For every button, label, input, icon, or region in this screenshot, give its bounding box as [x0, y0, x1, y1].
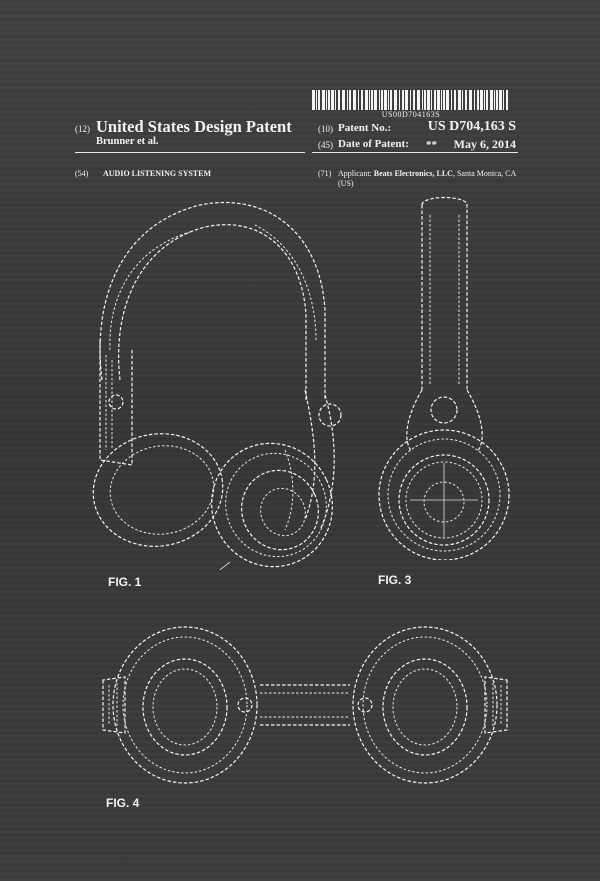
- applicant-code: (71): [318, 169, 332, 178]
- barcode-bar: [424, 90, 426, 110]
- invention-title: AUDIO LISTENING SYSTEM: [103, 169, 212, 178]
- barcode-bar: [494, 90, 495, 110]
- barcode-bar: [506, 90, 508, 110]
- patent-kind-title: United States Design Patent: [96, 117, 292, 136]
- fig3-drawing: [378, 196, 510, 560]
- barcode-bar: [335, 90, 336, 110]
- patent-no-code: (10): [318, 124, 333, 134]
- barcode-bar: [441, 90, 442, 110]
- barcode-bar: [503, 90, 504, 110]
- barcode-bar: [434, 90, 436, 110]
- barcode-bar: [437, 90, 440, 110]
- barcode-bar: [316, 90, 317, 110]
- fig4-drawing: [102, 626, 508, 784]
- date-code: (45): [318, 140, 333, 150]
- patent-no-label: Patent No.:: [338, 122, 392, 134]
- barcode-bar: [374, 90, 377, 110]
- barcode-bar: [347, 90, 348, 110]
- barcode-bar: [381, 90, 383, 110]
- barcode-bar: [446, 90, 449, 110]
- fig3-label: FIG. 3: [378, 573, 412, 587]
- barcode-bar: [490, 90, 493, 110]
- barcode-bar: [312, 90, 315, 110]
- applicant-label: Applicant:: [338, 169, 372, 178]
- barcode-bar: [462, 90, 463, 110]
- barcode-bar: [399, 90, 400, 110]
- barcode-bar: [318, 90, 320, 110]
- patent-date: May 6, 2014: [453, 137, 516, 151]
- barcode-bar: [328, 90, 330, 110]
- applicant-location: , Santa Monica, CA (US): [338, 169, 516, 188]
- barcode-bar: [394, 90, 397, 110]
- barcode-number: US00D704163S: [381, 110, 441, 119]
- barcode-bar: [427, 90, 430, 110]
- barcode-bar: [469, 90, 472, 110]
- barcode-bar: [422, 90, 423, 110]
- barcode-bar: [417, 90, 420, 110]
- fig1-label: FIG. 1: [108, 575, 142, 589]
- barcode-bar: [496, 90, 498, 110]
- applicant-name: Beats Electronics, LLC: [373, 169, 453, 178]
- barcode-bar: [349, 90, 351, 110]
- barcode-bar: [484, 90, 485, 110]
- barcode-bar: [358, 90, 359, 110]
- barcode-bar: [384, 90, 387, 110]
- barcode-bar: [331, 90, 334, 110]
- barcode-bar: [410, 90, 411, 110]
- patent-number: US D704,163 S: [427, 119, 516, 134]
- barcode-bar: [388, 90, 389, 110]
- barcode-bar: [390, 90, 392, 110]
- barcode-bar: [451, 90, 452, 110]
- header-rule-left: [75, 152, 305, 153]
- fig1-drawing: [92, 201, 342, 570]
- barcode-bar: [405, 90, 408, 110]
- barcode-bar: [361, 90, 363, 110]
- barcode-bar: [480, 90, 483, 110]
- header-rule-right: [312, 152, 518, 153]
- barcode-bar: [458, 90, 461, 110]
- barcode-bar: [371, 90, 373, 110]
- barcode-bar: [369, 90, 370, 110]
- barcode-bar: [342, 90, 345, 110]
- fig4-label: FIG. 4: [106, 796, 140, 810]
- barcode-bar: [486, 90, 488, 110]
- barcode-bar: [402, 90, 404, 110]
- barcode-bar: [443, 90, 445, 110]
- barcode-bar: [465, 90, 467, 110]
- inventors: Brunner et al.: [96, 136, 159, 147]
- barcode-bar: [474, 90, 475, 110]
- barcode-bar: [477, 90, 479, 110]
- barcode-bar: [431, 90, 432, 110]
- barcode-bar: [413, 90, 415, 110]
- doc-kind-code: (12): [75, 124, 90, 134]
- applicant-block: Applicant: Beats Electronics, LLC, Santa…: [338, 169, 518, 189]
- barcode-bar: [454, 90, 456, 110]
- barcode: [312, 90, 508, 110]
- barcode-bar: [379, 90, 380, 110]
- barcode-bar: [499, 90, 502, 110]
- barcode-bar: [353, 90, 356, 110]
- date-stars: **: [426, 139, 437, 151]
- barcode-bar: [365, 90, 368, 110]
- barcode-bar: [322, 90, 325, 110]
- date-label: Date of Patent:: [338, 138, 409, 150]
- barcode-bar: [326, 90, 327, 110]
- barcode-bar: [338, 90, 340, 110]
- title-code: (54): [75, 169, 89, 178]
